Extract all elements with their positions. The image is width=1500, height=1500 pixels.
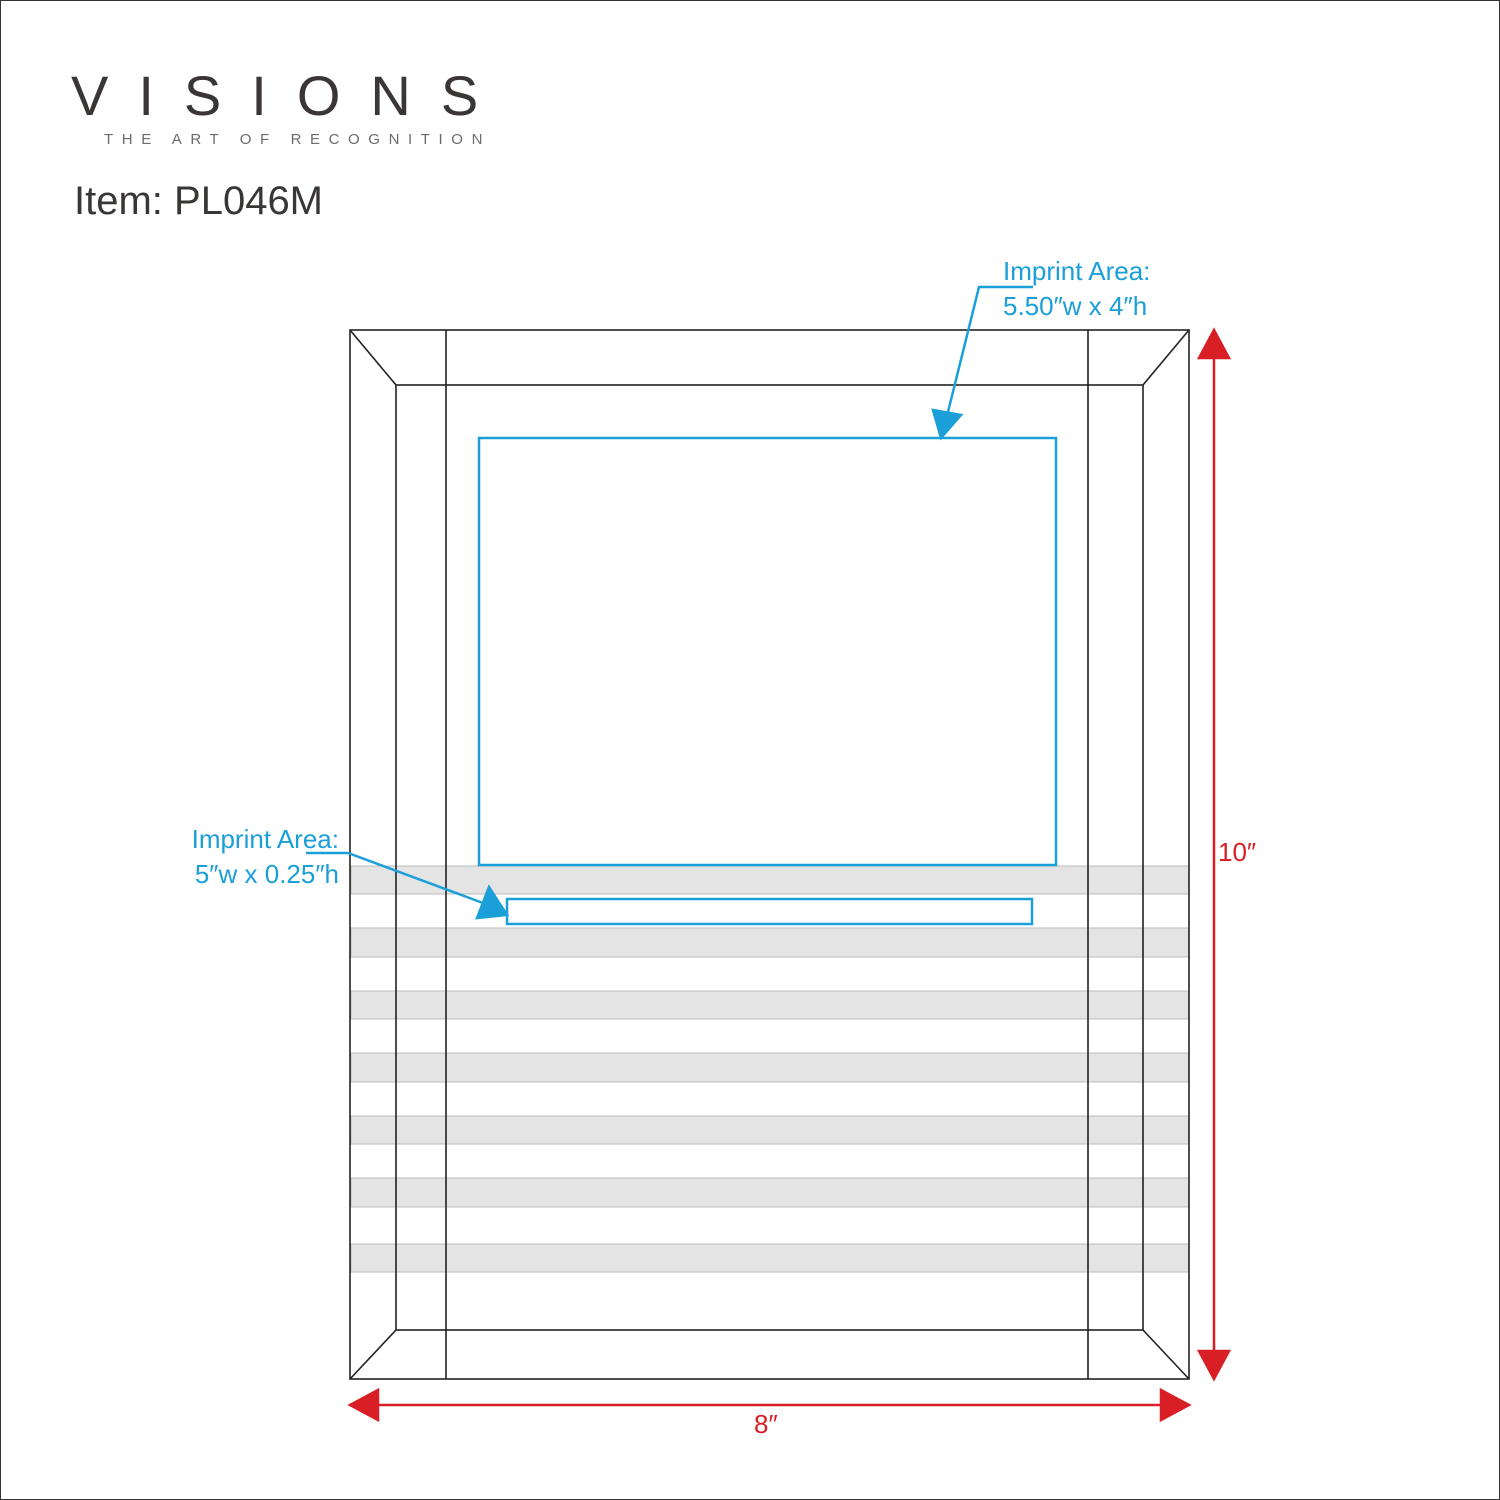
arrow-head-icon bbox=[931, 408, 964, 441]
imprint-main-size: 5.50″w x 4″h bbox=[1003, 291, 1148, 321]
imprint-strip-size: 5″w x 0.25″h bbox=[194, 859, 339, 889]
frame-outline bbox=[349, 329, 1190, 1380]
dimension-lines bbox=[347, 327, 1232, 1423]
arrow-down-icon bbox=[1196, 1349, 1232, 1382]
arrow-up-icon bbox=[1196, 327, 1232, 360]
imprint-main-title: Imprint Area: bbox=[1003, 256, 1151, 286]
band bbox=[350, 865, 1190, 895]
width-dimension: 8″ bbox=[754, 1409, 778, 1439]
arrow-right-icon bbox=[1159, 1387, 1192, 1423]
arrow-left-icon bbox=[347, 1387, 380, 1423]
band bbox=[350, 1052, 1190, 1083]
item-label: Item: PL046M bbox=[74, 179, 324, 223]
height-dimension: 10″ bbox=[1218, 837, 1257, 867]
band bbox=[350, 1177, 1190, 1208]
brand-tagline: THE ART OF RECOGNITION bbox=[104, 131, 491, 148]
band bbox=[350, 1115, 1190, 1145]
imprint-areas bbox=[477, 436, 1058, 926]
band bbox=[350, 990, 1190, 1020]
band bbox=[350, 1243, 1190, 1273]
band bbox=[350, 927, 1190, 958]
brand-logo: VISIONS bbox=[71, 64, 509, 127]
imprint-strip-title: Imprint Area: bbox=[191, 824, 339, 854]
grey-bands bbox=[350, 865, 1190, 1273]
arrow-head-icon bbox=[475, 884, 510, 920]
imprint-leaders bbox=[306, 285, 1033, 920]
imprint-area-main bbox=[477, 436, 1058, 867]
imprint-area-strip bbox=[505, 897, 1034, 926]
